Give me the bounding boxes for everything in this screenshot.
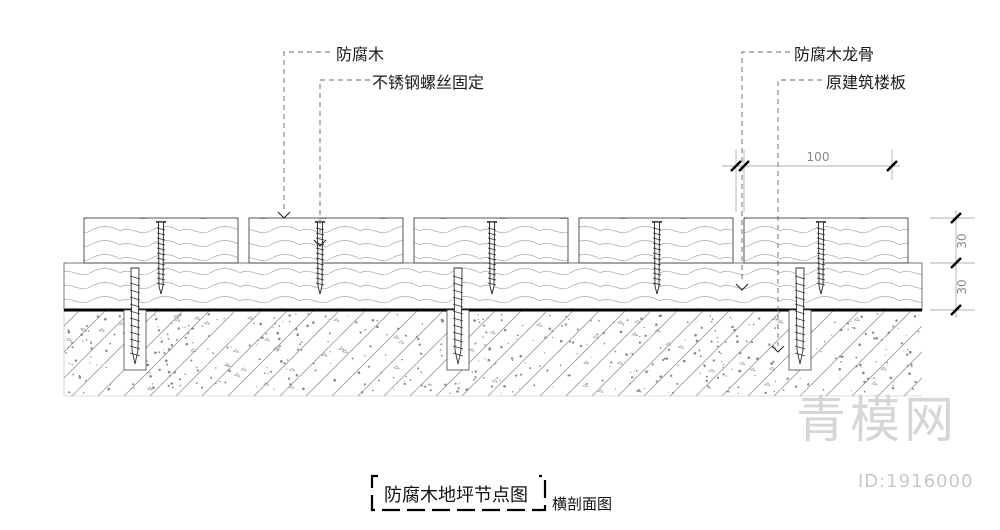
stainless-screws: [156, 221, 826, 295]
label-screw: 不锈钢螺丝固定: [372, 73, 485, 92]
concrete-slab: [63, 310, 922, 397]
label-wood: 防腐木: [336, 45, 385, 64]
dimension-text-spacing: 100: [807, 150, 830, 164]
wood-boards: [83, 217, 909, 264]
watermark-id: ID:1916000: [858, 471, 974, 492]
drawing-subtitle: 横剖面图: [552, 495, 613, 513]
label-joist: 防腐木龙骨: [794, 45, 875, 64]
anchor-bolt: [123, 267, 147, 371]
label-slab: 原建筑楼板: [826, 73, 907, 92]
screw: [652, 221, 662, 295]
dimension-vertical: 30 30: [930, 210, 975, 318]
drawing-title: 防腐木地坪节点图: [384, 485, 528, 506]
anchor-bolts: [123, 267, 812, 371]
anchor-bolt: [788, 267, 812, 371]
dimension-text-joist: 30: [955, 279, 969, 294]
dimension-board-spacing: 100: [722, 150, 900, 212]
screw: [315, 221, 325, 295]
anchor-bolt: [446, 267, 470, 371]
screw: [816, 221, 826, 295]
leader-ticks: [277, 211, 785, 353]
dimension-text-board: 30: [955, 233, 969, 248]
wood-board: [743, 217, 909, 264]
screw: [156, 221, 166, 295]
watermark-logo: 青模网: [796, 391, 958, 449]
title-frame: [370, 474, 547, 512]
leader-lines: [283, 51, 822, 346]
screw: [487, 221, 497, 295]
